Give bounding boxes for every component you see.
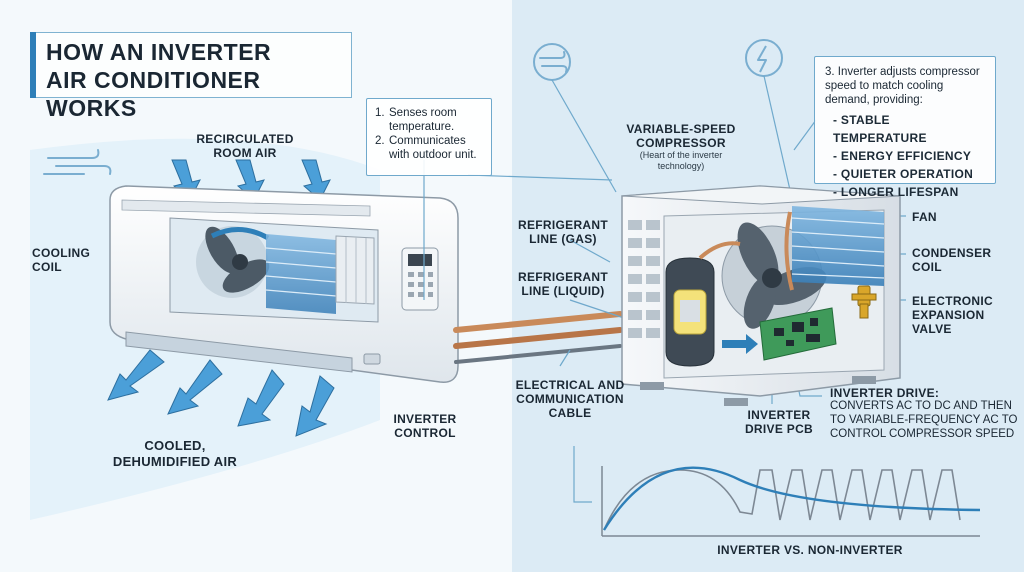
label-condenser-coil: CONDENSER COIL: [912, 246, 992, 274]
label-compressor: VARIABLE-SPEED COMPRESSOR: [626, 122, 736, 150]
step-3-intro: 3. Inverter adjusts compressor speed to …: [825, 66, 980, 106]
label-fan: FAN: [912, 210, 937, 224]
title-accent-bar: [30, 32, 36, 98]
label-inverter-drive: INVERTER DRIVE:: [830, 386, 940, 400]
step-1: 1. Senses room temperature.: [375, 107, 457, 133]
inverter-curve: [602, 466, 981, 531]
wind-icon-left: [43, 149, 112, 175]
benefit-item: - LONGER LIFESPAN: [833, 185, 959, 199]
label-expansion-valve: ELECTRONIC EXPANSION VALVE: [912, 294, 993, 336]
benefit-item: - ENERGY EFFICIENCY: [833, 149, 972, 163]
label-compressor-note: (Heart of the inverter technology): [639, 150, 723, 171]
label-inverter-control: INVERTER CONTROL: [393, 412, 457, 440]
lightning-icon: [745, 39, 783, 77]
page-title: HOW AN INVERTER AIR CONDITIONER WORKS: [46, 39, 272, 121]
non-inverter-curve: [603, 469, 961, 531]
label-inverter-drive-pcb: INVERTER DRIVE PCB: [744, 408, 814, 436]
inverter-drive-description: CONVERTS AC TO DC AND THEN TO VARIABLE-F…: [830, 400, 1018, 440]
benefit-item: - QUIETER OPERATION: [833, 167, 974, 181]
label-refrigerant-gas: REFRIGERANT LINE (GAS): [518, 218, 608, 246]
step-box-indoor: 1. Senses room temperature. 2. Communica…: [366, 98, 492, 176]
step-2: 2. Communicates with outdoor unit.: [375, 135, 477, 161]
step-box-outdoor: 3. Inverter adjusts compressor speed to …: [814, 56, 996, 199]
label-cooling-coil: COOLING COIL: [32, 246, 91, 274]
label-electrical-cable: ELECTRICAL AND COMMUNICATION CABLE: [515, 378, 625, 420]
label-cooled-air: COOLED, DEHUMIDIFIED AIR: [112, 438, 238, 469]
label-recirculated-air: RECIRCULATED ROOM AIR: [196, 132, 294, 160]
graph-caption: INVERTER VS. NON-INVERTER: [717, 543, 903, 557]
title-box: [30, 32, 352, 98]
wind-icon-right: [533, 43, 571, 81]
outflow-arrows: [107, 349, 335, 437]
outdoor-unit: [621, 185, 901, 406]
comparison-graph: [601, 466, 981, 537]
label-refrigerant-liquid: REFRIGERANT LINE (LIQUID): [518, 270, 608, 298]
benefit-item: - STABLE TEMPERATURE: [833, 113, 927, 145]
indoor-unit: [109, 185, 459, 383]
refrigerant-lines: [453, 311, 623, 364]
